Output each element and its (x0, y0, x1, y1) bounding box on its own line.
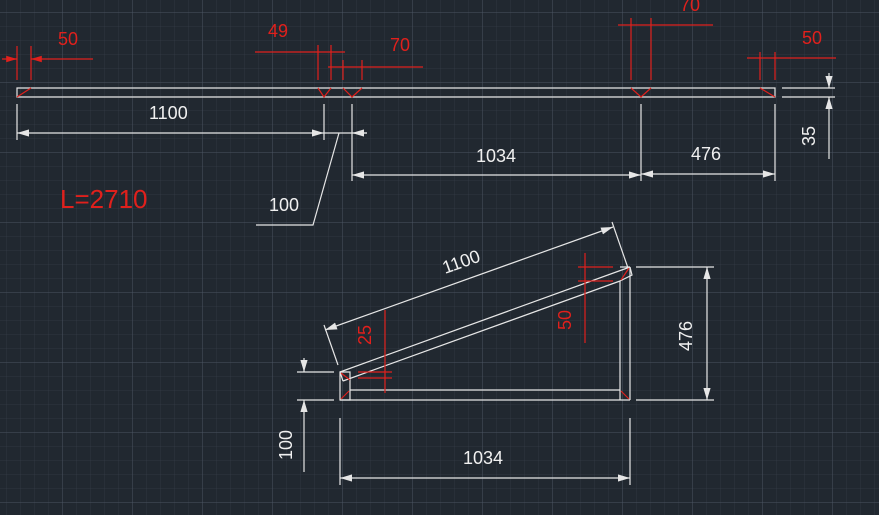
dimension-segment-2: 1034 (352, 104, 776, 181)
dimension-height: 35 (799, 73, 833, 159)
svg-text:50: 50 (555, 310, 575, 330)
svg-text:100: 100 (269, 195, 299, 215)
svg-text:476: 476 (676, 321, 696, 351)
corner-marks (340, 267, 630, 400)
svg-text:35: 35 (799, 126, 819, 146)
total-length-label: L=2710 (60, 184, 147, 214)
profile-section (782, 87, 835, 98)
svg-text:476: 476 (691, 144, 721, 164)
profile-bar (16, 87, 776, 98)
svg-text:1034: 1034 (463, 448, 503, 468)
dimension-height-left: 100 (276, 358, 334, 472)
right-post (619, 266, 631, 400)
svg-text:70: 70 (390, 35, 410, 55)
svg-text:100: 100 (276, 430, 296, 460)
red-dimension-offset-low: 25 (355, 310, 392, 393)
svg-text:50: 50 (58, 29, 78, 49)
dimension-height-right: 476 (636, 266, 714, 401)
svg-text:1100: 1100 (149, 103, 188, 123)
red-dimension-notch-1: 49 (255, 21, 345, 80)
dimension-segment-1: 1100 (16, 103, 367, 181)
frame-view: 1100 25 50 476 100 1034 (276, 221, 714, 485)
svg-text:50: 50 (802, 28, 822, 48)
svg-text:49: 49 (268, 21, 288, 41)
svg-text:70: 70 (680, 0, 700, 15)
dimension-gap-leader: 100 (256, 132, 340, 226)
red-dimension-offset-high: 50 (555, 253, 613, 343)
red-dimension-right-end: 50 (747, 28, 836, 80)
svg-text:25: 25 (355, 325, 375, 345)
diagonal-beam (339, 266, 633, 382)
dimension-base: 1034 (339, 418, 631, 485)
notches (16, 87, 776, 99)
profile-view: 50 49 70 70 50 1100 100 (2, 0, 836, 226)
svg-text:1100: 1100 (440, 246, 483, 278)
dimension-segment-3: 476 (641, 144, 775, 178)
base-rail (340, 389, 630, 401)
svg-text:1034: 1034 (476, 146, 516, 166)
red-dimension-notch-2: 70 (328, 35, 423, 80)
red-dimension-notch-3: 70 (618, 0, 713, 80)
red-dimension-left-end: 50 (2, 29, 93, 80)
